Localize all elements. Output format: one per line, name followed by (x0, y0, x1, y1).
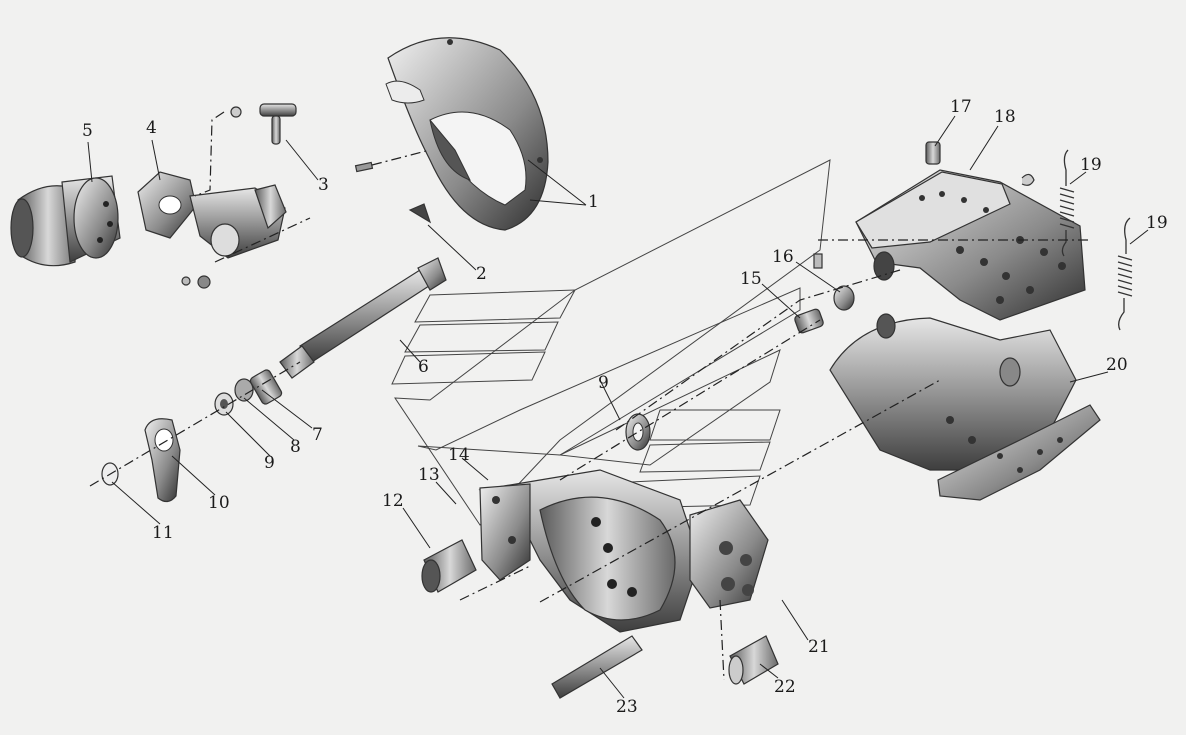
brake-chamber-part (10, 175, 121, 267)
label-18: 18 (994, 107, 1016, 127)
label-22: 22 (774, 677, 796, 697)
seal-set (214, 369, 283, 416)
dust-shield-part (385, 37, 549, 231)
upper-seal-ring (625, 413, 651, 451)
label-11: 11 (152, 523, 174, 543)
clevis-part (230, 103, 297, 145)
plug-part (408, 203, 432, 224)
shoe-roller-part (794, 141, 1035, 334)
slack-adjuster-part (144, 418, 181, 503)
brake-spider-part (478, 469, 769, 633)
label-6: 6 (418, 357, 429, 377)
lower-shoe-part (829, 313, 1101, 501)
anchor-pin-part (551, 635, 643, 699)
shield-bolt (354, 161, 374, 173)
label-3: 3 (318, 175, 329, 195)
label-19: 19 (1080, 155, 1102, 175)
bushing-part (421, 539, 477, 593)
label-10: 10 (208, 493, 230, 513)
callout-labels: 1 2 3 4 5 6 7 8 9 9 10 11 12 13 14 15 16… (82, 97, 1168, 717)
label-13: 13 (418, 465, 440, 485)
leader-lines (87, 115, 1149, 699)
assembly-axes (89, 111, 1090, 681)
label-7: 7 (312, 425, 323, 445)
return-spring-part (1059, 149, 1133, 331)
label-20: 20 (1106, 355, 1128, 375)
label-23: 23 (616, 697, 638, 717)
label-17: 17 (950, 97, 972, 117)
label-2: 2 (476, 264, 487, 284)
label-15: 15 (740, 269, 762, 289)
camshaft-part (279, 257, 447, 379)
label-5: 5 (82, 121, 93, 141)
label-16: 16 (772, 247, 794, 267)
label-8: 8 (290, 437, 301, 457)
upper-shoe-part (855, 169, 1086, 321)
label-21: 21 (808, 637, 830, 657)
label-4: 4 (146, 118, 157, 138)
label-19-lower: 19 (1146, 213, 1168, 233)
roller-pin-part (728, 635, 779, 685)
label-1: 1 (588, 192, 599, 212)
chamber-bracket-part (137, 171, 287, 259)
label-9: 9 (264, 453, 275, 473)
small-nuts (181, 275, 211, 289)
label-14: 14 (448, 445, 470, 465)
label-12: 12 (382, 491, 404, 511)
label-9-upper: 9 (598, 373, 609, 393)
outline-frames (391, 159, 831, 526)
